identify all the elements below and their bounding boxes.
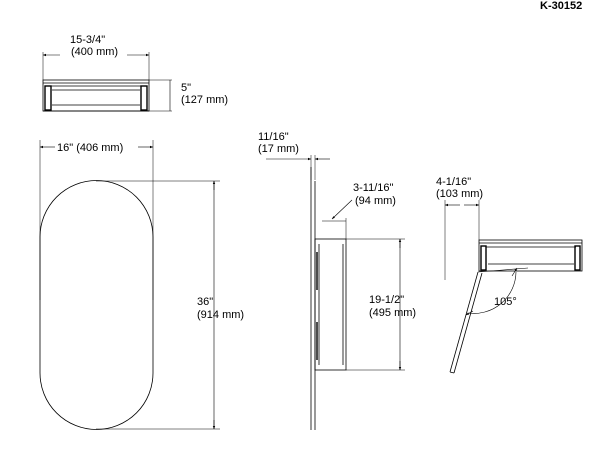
- side-height-inches: 19-1/2": [369, 294, 404, 306]
- top-width-inches: 15-3/4": [70, 34, 105, 46]
- open-angle-arc: [467, 271, 517, 314]
- front-view: 16" (406 mm) 36" (914 mm): [39, 140, 244, 430]
- side-offset-inches: 11/16": [258, 131, 289, 143]
- top-depth-inches: 5": [181, 82, 191, 94]
- front-height-inches: 36": [197, 296, 213, 308]
- top-view: 15-3/4" (400 mm) 5" (127 mm): [42, 34, 228, 112]
- capsule-mirror-outline: [39, 180, 154, 430]
- open-door-panel: [449, 267, 529, 374]
- open-cabinet-body: [478, 239, 583, 272]
- open-clearance-mm: (103 mm): [436, 188, 483, 200]
- side-view: 11/16" (17 mm) 3-11/16" (94 mm) 19-1/2": [258, 131, 416, 430]
- side-profile-outline: [310, 167, 347, 430]
- side-depth-inches: 3-11/16": [353, 182, 393, 194]
- open-angle-label: 105°: [494, 296, 517, 308]
- side-height-mm: (495 mm): [369, 307, 416, 319]
- side-depth-mm: (94 mm): [355, 195, 396, 207]
- front-width-label: 16" (406 mm): [57, 142, 123, 154]
- top-width-mm: (400 mm): [71, 46, 118, 58]
- open-clearance-inches: 4-1/16": [436, 176, 471, 188]
- side-offset-mm: (17 mm): [258, 143, 299, 155]
- cabinet-top-outline: [42, 79, 150, 112]
- top-depth-mm: (127 mm): [181, 94, 228, 106]
- front-height-mm: (914 mm): [197, 309, 244, 321]
- model-number: K-30152: [540, 0, 582, 12]
- open-door-view: 4-1/16" (103 mm) 105°: [436, 176, 583, 374]
